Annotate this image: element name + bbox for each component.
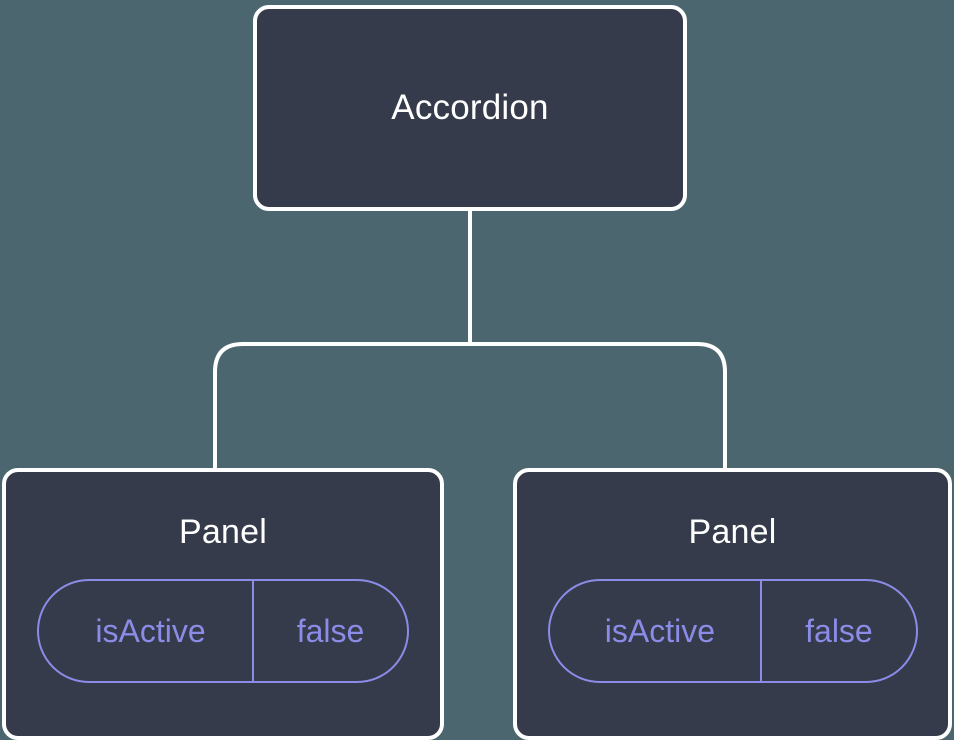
- node-accordion-label: Accordion: [391, 87, 549, 127]
- node-panel-2-label: Panel: [688, 513, 777, 551]
- state-badge-panel-1[interactable]: isActive false: [37, 579, 409, 684]
- state-key-panel-1: isActive: [95, 612, 206, 649]
- edge-left-branch: [213, 342, 470, 470]
- node-panel-2[interactable]: Panel isActive false: [513, 468, 952, 740]
- state-key-panel-2: isActive: [604, 612, 716, 649]
- state-value-panel-2: false: [760, 581, 915, 682]
- state-badge-panel-2[interactable]: isActive false: [547, 579, 918, 684]
- state-value-panel-1: false: [252, 581, 407, 682]
- edge-right-branch: [470, 342, 727, 470]
- node-panel-1-label: Panel: [179, 513, 267, 551]
- node-panel-1[interactable]: Panel isActive false: [2, 468, 444, 740]
- node-accordion[interactable]: Accordion: [253, 5, 687, 211]
